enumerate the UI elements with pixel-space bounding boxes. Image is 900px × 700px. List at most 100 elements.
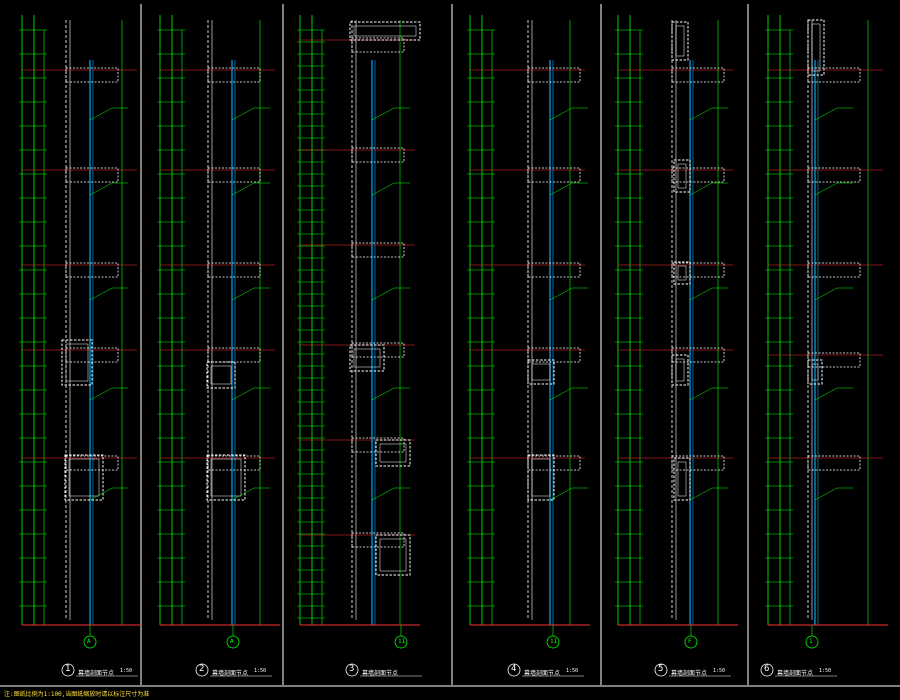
beam-box-inner xyxy=(811,363,819,381)
floor-slab xyxy=(351,242,405,258)
beam-box xyxy=(807,19,825,76)
floor-slab xyxy=(207,455,261,471)
beam-box-inner xyxy=(675,358,685,382)
floor-slab xyxy=(207,167,261,183)
leader-line xyxy=(371,387,395,401)
beam-box xyxy=(673,159,691,193)
floor-slab xyxy=(807,262,861,278)
leader-line xyxy=(231,287,255,301)
section-number: 2 xyxy=(199,664,205,674)
wall-section-1 xyxy=(19,15,142,677)
section-scale: 1:50 xyxy=(120,668,133,674)
floor-slab xyxy=(807,67,861,83)
floor-slab xyxy=(527,67,581,83)
floor-slab xyxy=(807,455,861,471)
section-scale: 1:50 xyxy=(566,668,579,674)
floor-slab xyxy=(351,147,405,163)
section-title: 幕墙剖面节点 xyxy=(212,670,249,677)
floor-slab xyxy=(807,167,861,183)
beam-box-inner xyxy=(531,458,551,497)
leader-line xyxy=(371,107,395,121)
leader-line xyxy=(814,107,838,121)
wall-section-2 xyxy=(157,15,280,677)
footer-note: 注:图纸比例为1:100,当图纸缩放时请以标注尺寸为准 xyxy=(4,691,150,698)
leader-line xyxy=(689,182,713,196)
leader-line xyxy=(814,287,838,301)
axis-bubble xyxy=(684,635,698,649)
leader-line xyxy=(814,487,838,501)
axis-label: 11 xyxy=(398,638,406,645)
section-number-bubble xyxy=(61,663,75,677)
beam-box xyxy=(375,439,411,467)
section-title: 幕墙剖面节点 xyxy=(362,670,399,677)
beam-box xyxy=(671,21,689,61)
beam-box-inner xyxy=(379,443,407,463)
leader-line xyxy=(371,182,395,196)
leader-line xyxy=(689,387,713,401)
leader-line xyxy=(89,287,113,301)
section-scale: 1:50 xyxy=(254,668,267,674)
floor-slab xyxy=(807,352,861,368)
leader-line xyxy=(549,107,573,121)
section-title: 幕墙剖面节点 xyxy=(777,670,814,677)
leader-line xyxy=(689,107,713,121)
section-number: 3 xyxy=(349,664,355,674)
leader-line xyxy=(231,487,255,501)
beam-box-inner xyxy=(353,25,417,37)
floor-slab xyxy=(65,455,119,471)
section-number-bubble xyxy=(654,663,668,677)
floor-slab xyxy=(527,262,581,278)
beam-box xyxy=(349,344,385,372)
axis-label: A xyxy=(87,638,91,645)
floor-slab xyxy=(207,347,261,363)
section-number-bubble xyxy=(195,663,209,677)
axis-bubble xyxy=(226,635,240,649)
beam-box xyxy=(64,454,104,501)
sheet-borders xyxy=(0,4,900,687)
beam-box xyxy=(375,534,411,576)
wall-section-4 xyxy=(467,15,590,677)
wall-section-3 xyxy=(297,15,422,677)
leader-line xyxy=(89,107,113,121)
floor-slab xyxy=(351,342,405,358)
leader-line xyxy=(549,487,573,501)
beam-box-inner xyxy=(811,23,821,72)
axis-label: F xyxy=(688,638,692,645)
floor-slab xyxy=(527,167,581,183)
section-title: 幕墙剖面节点 xyxy=(78,670,115,677)
floor-slab xyxy=(207,262,261,278)
floor-slab xyxy=(671,67,725,83)
leader-line xyxy=(549,182,573,196)
floor-slab xyxy=(65,167,119,183)
leader-line xyxy=(371,487,395,501)
section-title: 幕墙剖面节点 xyxy=(671,670,708,677)
leader-line xyxy=(231,182,255,196)
section-number-bubble xyxy=(507,663,521,677)
axis-bubble xyxy=(83,635,97,649)
beam-box xyxy=(807,359,823,385)
floor-slab xyxy=(671,262,725,278)
section-title: 幕墙剖面节点 xyxy=(524,670,561,677)
floor-slab xyxy=(351,532,405,548)
section-scale: 1:50 xyxy=(713,668,726,674)
section-number: 5 xyxy=(658,664,664,674)
beam-box-inner xyxy=(531,363,551,381)
beam-box xyxy=(61,339,93,386)
wall-section-6 xyxy=(760,15,888,677)
section-number: 1 xyxy=(65,664,71,674)
beam-box xyxy=(527,359,555,385)
section-number-bubble xyxy=(760,663,774,677)
beam-box-inner xyxy=(677,461,687,497)
beam-box xyxy=(206,361,236,389)
beam-box-inner xyxy=(677,265,687,281)
section-number-bubble xyxy=(345,663,359,677)
leader-line xyxy=(231,107,255,121)
leader-line xyxy=(689,487,713,501)
wall-section-5 xyxy=(615,15,738,677)
floor-slab xyxy=(65,67,119,83)
axis-bubble xyxy=(546,635,560,649)
leader-line xyxy=(689,287,713,301)
section-scale: 1:50 xyxy=(819,668,832,674)
beam-box-inner xyxy=(353,348,381,368)
